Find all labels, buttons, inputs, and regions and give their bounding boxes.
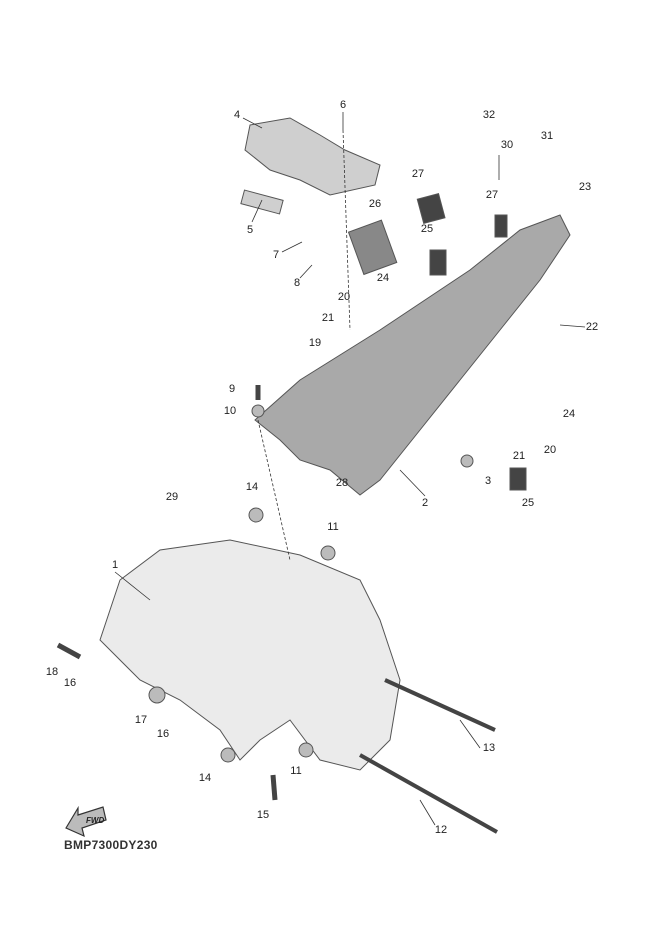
bolt-10 xyxy=(251,404,265,418)
callout-14: 14 xyxy=(245,481,259,493)
sticker-26 xyxy=(347,219,398,276)
callout-25: 25 xyxy=(521,497,535,509)
callout-16: 16 xyxy=(63,677,77,689)
callout-21: 21 xyxy=(512,450,526,462)
callout-4: 4 xyxy=(233,109,241,121)
callout-10: 10 xyxy=(223,405,237,417)
callout-20: 20 xyxy=(543,444,557,456)
callout-23: 23 xyxy=(578,181,592,193)
callout-8: 8 xyxy=(293,277,301,289)
callout-6: 6 xyxy=(339,99,347,111)
callout-12: 12 xyxy=(434,824,448,836)
sticker-27b xyxy=(494,214,508,238)
callout-9: 9 xyxy=(228,383,236,395)
collar-17 xyxy=(148,686,166,704)
callout-22: 22 xyxy=(585,321,599,333)
callout-25: 25 xyxy=(420,223,434,235)
callout-3: 3 xyxy=(484,475,492,487)
callout-7: 7 xyxy=(272,249,280,261)
callout-11: 11 xyxy=(327,521,339,533)
callout-28: 28 xyxy=(335,477,349,489)
callout-1: 1 xyxy=(111,559,119,571)
bolt-12 xyxy=(359,753,498,834)
callout-16: 16 xyxy=(156,728,170,740)
nut-3 xyxy=(460,454,474,468)
callout-2: 2 xyxy=(421,497,429,509)
callout-11: 11 xyxy=(290,765,302,777)
main-frame xyxy=(99,539,401,771)
callout-19: 19 xyxy=(308,337,322,349)
callout-31: 31 xyxy=(540,130,554,142)
sticker-27a xyxy=(416,192,446,225)
callout-24: 24 xyxy=(376,272,390,284)
callout-18: 18 xyxy=(45,666,59,678)
callout-24: 24 xyxy=(562,408,576,420)
collar-14b xyxy=(220,747,236,763)
callout-21: 21 xyxy=(321,312,335,324)
pad-5 xyxy=(240,189,284,215)
bolt-13 xyxy=(384,678,496,732)
callout-13: 13 xyxy=(482,742,496,754)
callout-15: 15 xyxy=(256,809,270,821)
collar-14a xyxy=(248,507,264,523)
callout-20: 20 xyxy=(337,291,351,303)
sticker-25b xyxy=(509,467,527,491)
bolt-18 xyxy=(56,642,82,660)
seat-bracket xyxy=(244,117,381,196)
diagram-code: BMP7300DY230 xyxy=(64,838,158,852)
callout-27: 27 xyxy=(411,168,425,180)
callout-30: 30 xyxy=(500,139,514,151)
collar-11b xyxy=(298,742,314,758)
fwd-label: FWD xyxy=(86,816,104,825)
callout-17: 17 xyxy=(134,714,148,726)
callout-29: 29 xyxy=(165,491,179,503)
rear-subframe xyxy=(254,214,571,496)
callout-5: 5 xyxy=(246,224,254,236)
callout-32: 32 xyxy=(482,109,496,121)
bolt-15 xyxy=(270,774,278,801)
callout-27: 27 xyxy=(485,189,499,201)
fwd-arrow-icon: FWD xyxy=(65,805,107,838)
collar-11a xyxy=(320,545,336,561)
callout-26: 26 xyxy=(368,198,382,210)
sticker-25a xyxy=(429,249,447,276)
callout-14: 14 xyxy=(198,772,212,784)
